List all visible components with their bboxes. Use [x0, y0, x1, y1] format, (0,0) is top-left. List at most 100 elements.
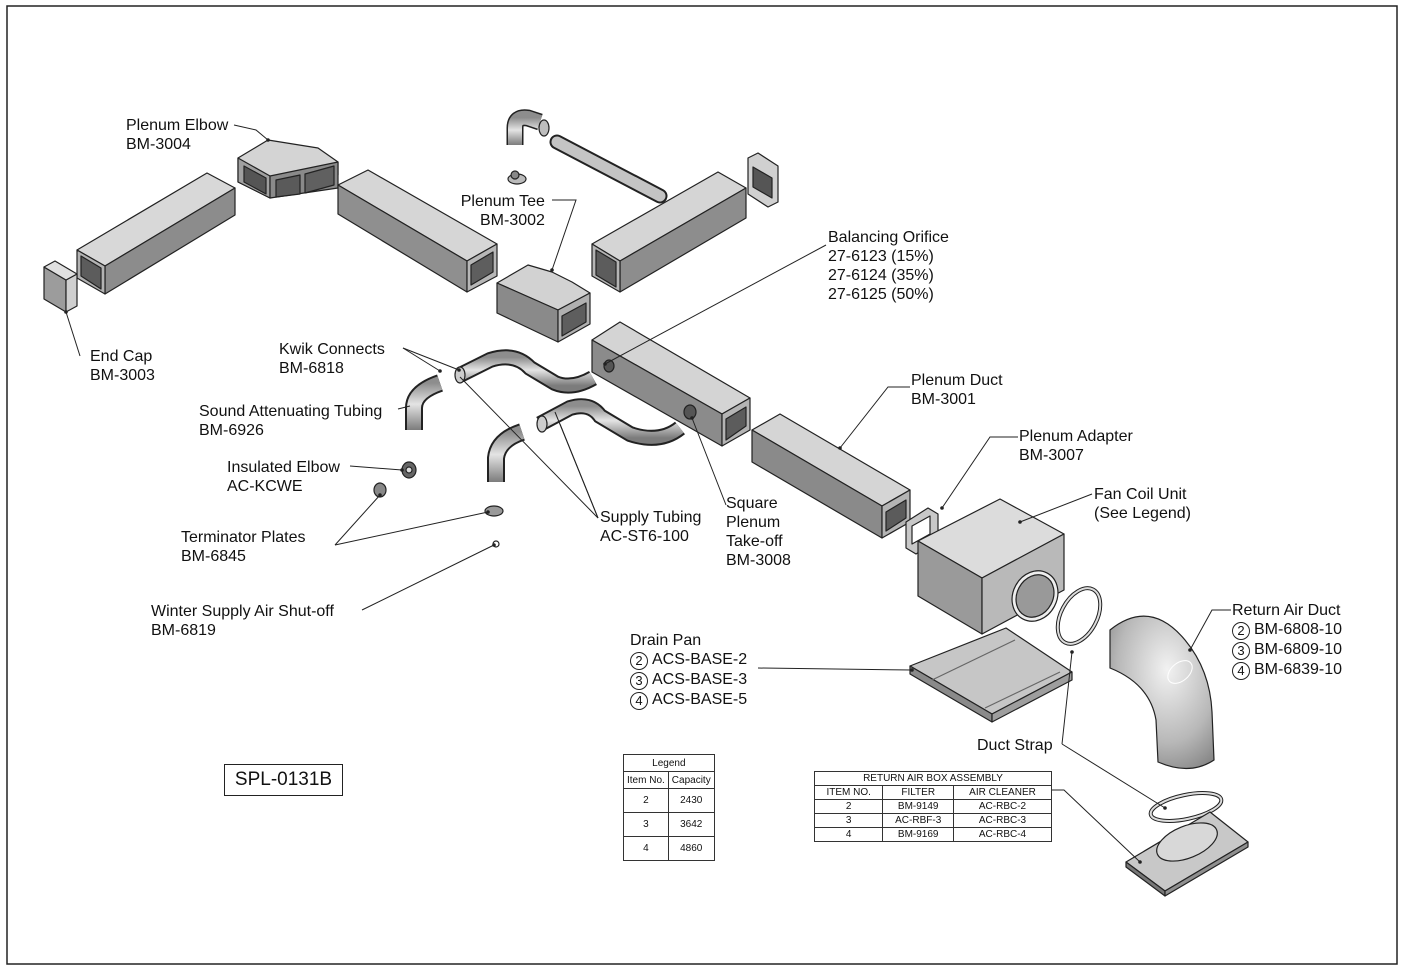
drain-pan-name: Drain Pan: [630, 632, 702, 649]
legend-header-capacity: Capacity: [667, 771, 715, 789]
drain-pan-code: ACS-BASE-5: [652, 691, 748, 708]
plenum-elbow-name: Plenum Elbow: [126, 117, 229, 134]
label-plenum-tee: Plenum Tee BM-3002: [458, 192, 545, 230]
plenum-tee-name: Plenum Tee: [460, 193, 545, 210]
terminator-plates-name: Terminator Plates: [181, 529, 306, 546]
sound-tubing-code: BM-6926: [199, 422, 264, 439]
square-takeoff-line3: Take-off: [726, 533, 783, 550]
rab-header-cleaner: AIR CLEANER: [953, 785, 1052, 800]
item-number-badge: 4: [1232, 662, 1250, 680]
square-takeoff-code: BM-3008: [726, 552, 791, 569]
label-square-takeoff: Square Plenum Take-off BM-3008: [726, 494, 791, 570]
return-air-box-part: [1125, 811, 1249, 897]
rab-cell: AC-RBC-2: [953, 799, 1052, 814]
middle-plenum-duct: [337, 169, 498, 293]
kwik-connects-name: Kwik Connects: [279, 341, 385, 358]
item-number-badge: 2: [1232, 622, 1250, 640]
return-air-duct-code: BM-6808-10: [1254, 621, 1343, 638]
return-air-duct-code: BM-6809-10: [1254, 641, 1343, 658]
winter-shutoff-name: Winter Supply Air Shut-off: [151, 603, 334, 620]
supply-tubing-name: Supply Tubing: [600, 509, 702, 526]
label-kwik-connects: Kwik Connects BM-6818: [279, 340, 385, 378]
balancing-orifice-15: 27-6123 (15%): [828, 248, 934, 265]
legend-cell: 4: [623, 836, 669, 861]
label-duct-strap: Duct Strap: [977, 736, 1053, 755]
sound-tubing-name: Sound Attenuating Tubing: [199, 403, 383, 420]
legend-cell: 2430: [667, 788, 715, 813]
rab-cell: AC-RBC-3: [953, 813, 1052, 828]
fan-coil-name: Fan Coil Unit: [1094, 486, 1187, 503]
drain-pan-code: ACS-BASE-3: [652, 671, 748, 688]
legend-header-item: Item No.: [623, 771, 669, 789]
label-winter-shutoff: Winter Supply Air Shut-off BM-6819: [151, 602, 334, 640]
plenum-adapter-name: Plenum Adapter: [1019, 428, 1133, 445]
rab-header-item: ITEM NO.: [813, 785, 884, 800]
rab-header-filter: FILTER: [882, 785, 955, 800]
duct-strap-ring-lower: [1148, 791, 1224, 823]
end-cap-part: [43, 260, 78, 313]
item-number-badge: 4: [630, 692, 648, 710]
takeoff-duct-part: [591, 321, 751, 447]
duct-strap-ring-upper: [1055, 586, 1103, 646]
square-takeoff-line2: Plenum: [726, 514, 781, 531]
rab-cell: 2: [813, 799, 884, 814]
label-plenum-duct: Plenum Duct BM-3001: [911, 371, 1003, 409]
legend-title: Legend: [623, 754, 715, 772]
item-number-badge: 3: [630, 672, 648, 690]
rab-cell: BM-9169: [882, 827, 955, 842]
balancing-orifice-name: Balancing Orifice: [828, 229, 949, 246]
leader-lines: [65, 124, 1231, 863]
fan-coil-unit-part: [917, 498, 1065, 635]
end-cap-code: BM-3003: [90, 367, 155, 384]
sheet-border: [6, 5, 1398, 965]
insulated-elbow-name: Insulated Elbow: [227, 459, 340, 476]
supply-tubing-code: AC-ST6-100: [600, 528, 689, 545]
return-air-box-table: RETURN AIR BOX ASSEMBLY ITEM NO. FILTER …: [813, 771, 1052, 842]
label-insulated-elbow: Insulated Elbow AC-KCWE: [227, 458, 340, 496]
terminator-plate-top: [507, 170, 527, 185]
rab-title: RETURN AIR BOX ASSEMBLY: [814, 771, 1052, 786]
rab-cell: AC-RBF-3: [882, 813, 955, 828]
legend-cell: 4860: [667, 836, 715, 861]
plenum-tee-code: BM-3002: [480, 212, 545, 229]
label-end-cap: End Cap BM-3003: [90, 347, 155, 385]
kwik-connects-code: BM-6818: [279, 360, 344, 377]
plenum-elbow-part: [237, 139, 339, 199]
plenum-tee-part: [496, 264, 591, 343]
label-plenum-adapter: Plenum Adapter BM-3007: [1019, 427, 1133, 465]
legend-cell: 3: [623, 812, 669, 837]
winter-shutoff-code: BM-6819: [151, 622, 216, 639]
fan-coil-note: (See Legend): [1094, 505, 1191, 522]
square-takeoff-line1: Square: [726, 495, 778, 512]
label-plenum-elbow: Plenum Elbow BM-3004: [126, 116, 228, 154]
item-number-badge: 2: [630, 652, 648, 670]
terminator-plates-code: BM-6845: [181, 548, 246, 565]
drain-pan-part: [909, 627, 1073, 723]
legend-cell: 2: [623, 788, 669, 813]
label-fan-coil: Fan Coil Unit (See Legend): [1094, 485, 1191, 523]
plenum-duct-name: Plenum Duct: [911, 372, 1003, 389]
plenum-duct-part: [751, 413, 911, 539]
end-cap-upper-right: [747, 152, 779, 208]
rab-cell: BM-9149: [882, 799, 955, 814]
rab-cell: AC-RBC-4: [953, 827, 1052, 842]
balancing-orifice-50: 27-6125 (50%): [828, 286, 934, 303]
duct-strap-name: Duct Strap: [977, 737, 1053, 754]
drain-pan-code: ACS-BASE-2: [652, 651, 748, 668]
supply-tubing-part: [405, 349, 685, 482]
return-air-duct-part: [1109, 615, 1215, 770]
return-air-duct-code: BM-6839-10: [1254, 661, 1343, 678]
upper-supply-tube: [506, 109, 668, 204]
